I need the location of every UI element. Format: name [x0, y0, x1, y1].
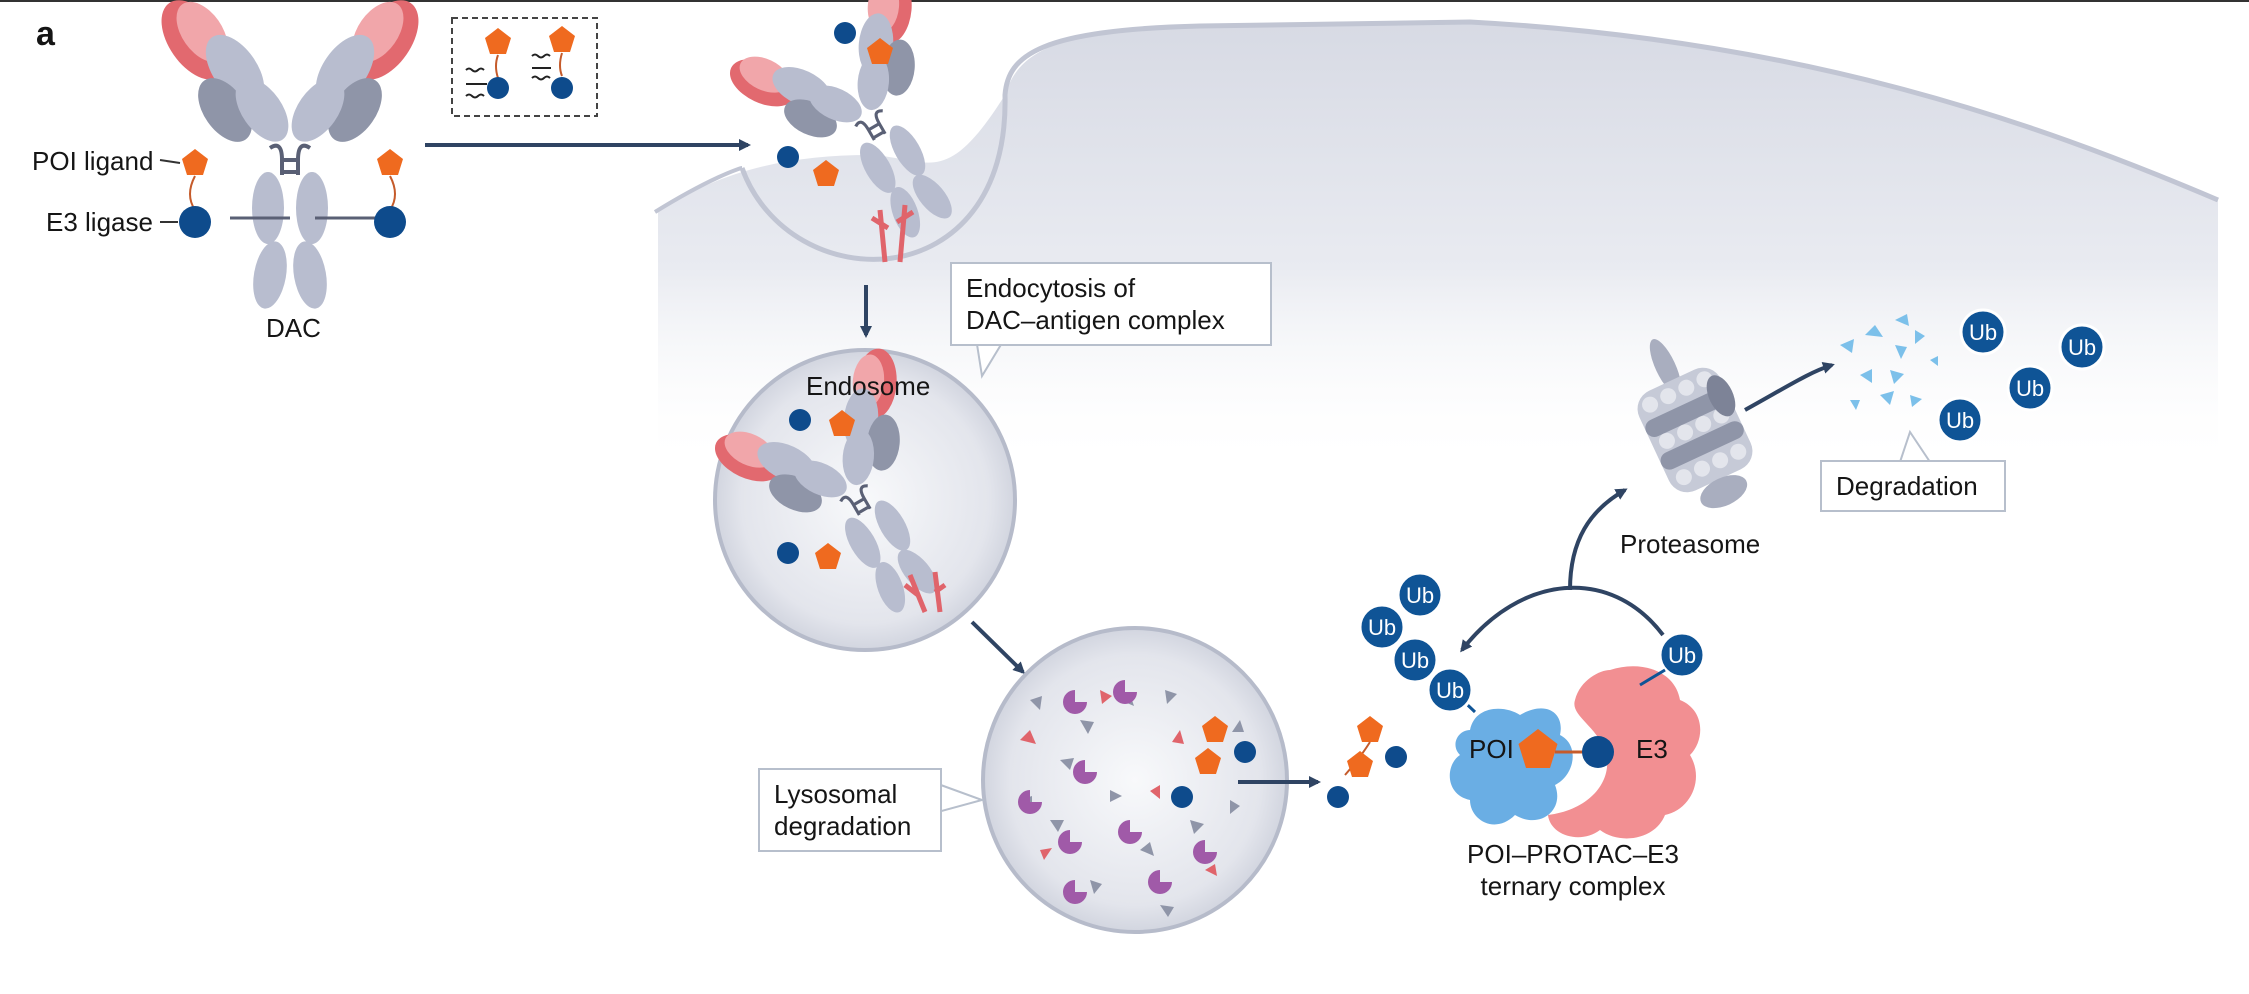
- endosome-label: Endosome: [806, 371, 931, 401]
- ternary-line2: ternary complex: [1480, 871, 1666, 901]
- ub-free-1: Ub: [1959, 308, 2007, 356]
- arrow-degradation: [1744, 362, 1835, 412]
- ub-free-4: Ub: [1936, 396, 1984, 444]
- linker-legend-box: [451, 17, 598, 117]
- endocytosis-line1: Endocytosis of: [966, 273, 1136, 303]
- svg-text:Ub: Ub: [1436, 678, 1464, 703]
- ub-free-3: Ub: [2006, 364, 2054, 412]
- degradation-callout: Degradation: [1820, 460, 2006, 512]
- protac-e3-ligand: [1582, 736, 1614, 768]
- svg-text:Ub: Ub: [1946, 408, 1974, 433]
- svg-text:Ub: Ub: [1401, 648, 1429, 673]
- e3-ligand-right: [374, 206, 406, 238]
- cell-membrane-left: [653, 166, 743, 214]
- poi-ligand-left: [182, 149, 208, 175]
- svg-text:Ub: Ub: [1406, 583, 1434, 608]
- e3-label: E3: [1636, 734, 1668, 764]
- peptide-fragments: [1840, 314, 1938, 410]
- ub-free-2: Ub: [2058, 323, 2106, 371]
- svg-text:Ub: Ub: [1668, 643, 1696, 668]
- poi-label: POI: [1469, 734, 1514, 764]
- lysosomal-line2: degradation: [774, 811, 912, 841]
- released-protac-e3: [1327, 786, 1349, 808]
- svg-text:Ub: Ub: [2016, 376, 2044, 401]
- degradation-text: Degradation: [1836, 471, 1978, 501]
- ub-chain: Ub Ub Ub Ub: [1358, 571, 1474, 714]
- e3-ligase-label: E3 ligase: [46, 207, 153, 237]
- lysosomal-line1: Lysosomal: [774, 779, 898, 809]
- svg-text:Ub: Ub: [1368, 615, 1396, 640]
- e3-protein: [1548, 666, 1701, 839]
- proteasome: [1637, 339, 1753, 509]
- lysosomal-callout: Lysosomal degradation: [758, 768, 942, 852]
- svg-text:Ub: Ub: [2068, 335, 2096, 360]
- svg-text:Ub: Ub: [1969, 320, 1997, 345]
- proteasome-label: Proteasome: [1620, 529, 1761, 559]
- endocytosis-line2: DAC–antigen complex: [966, 305, 1225, 335]
- arrow-to-proteasome: [1568, 488, 1628, 591]
- poi-protein: [1449, 708, 1573, 825]
- poi-ligand-label: POI ligand: [32, 146, 154, 176]
- endocytosis-callout: Endocytosis of DAC–antigen complex: [950, 262, 1272, 346]
- lysosome-enzymes: [1018, 680, 1217, 904]
- dac-label: DAC: [266, 313, 321, 343]
- cell-membrane-fill: [658, 22, 2218, 470]
- ternary-line1: POI–PROTAC–E3: [1467, 839, 1679, 869]
- panel-label: a: [36, 15, 55, 53]
- ub-e3: Ub: [1658, 631, 1706, 679]
- lysosome-red-fragments: [1020, 690, 1217, 876]
- arrow-lysosome: [970, 620, 1026, 675]
- e3-ligand-left: [179, 206, 211, 238]
- poi-ligand-right: [377, 149, 403, 175]
- arrow-ubiquitination: [1460, 585, 1665, 653]
